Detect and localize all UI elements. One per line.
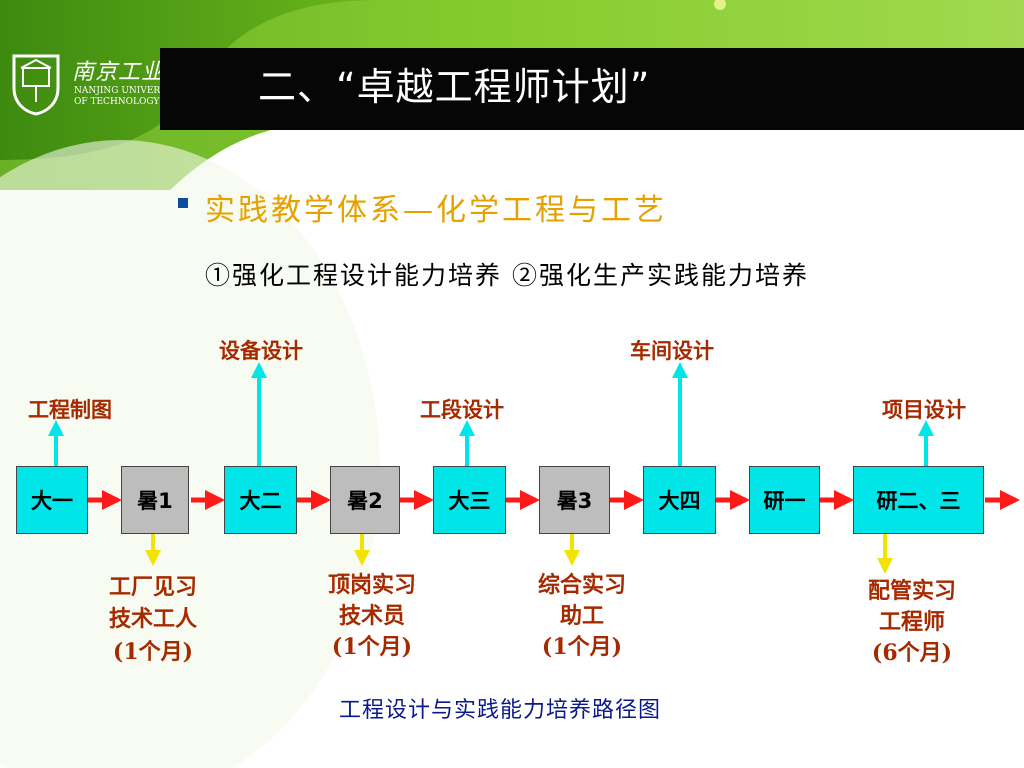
bullet-square-icon [178, 198, 188, 208]
logo-name-en-1: NANJING UNIVERSITY [74, 86, 182, 96]
design-label-drawing: 工程制图 [28, 398, 112, 422]
practice-line1: 综合实习 [537, 573, 627, 598]
practice-label-summer-3: 综合实习 助工 (1个月) [538, 570, 626, 663]
practice-label-summer-2: 顶岗实习 技术员 (1个月) [328, 570, 416, 663]
stage-box-year-4: 大四 [643, 466, 716, 534]
practice-line1: 配管实习 [867, 579, 957, 604]
stage-box-summer-3: 暑3 [539, 466, 610, 534]
practice-duration: (1个月) [541, 634, 623, 660]
diagram-caption: 工程设计与实践能力培养路径图 [339, 698, 662, 723]
stage-box-year-2: 大二 [224, 466, 297, 534]
title-bar [160, 48, 1024, 130]
design-label-section: 工段设计 [420, 398, 504, 422]
university-emblem-icon [12, 54, 60, 116]
design-label-workshop: 车间设计 [630, 339, 714, 363]
design-label-project: 项目设计 [882, 398, 966, 422]
practice-label-summer-1: 工厂见习 技术工人 (1个月) [109, 572, 197, 668]
practice-duration: (1个月) [112, 639, 194, 665]
practice-duration: (6个月) [871, 640, 953, 666]
practice-line2: 助工 [559, 604, 605, 629]
stage-box-grad-2-3: 研二、三 [853, 466, 984, 534]
practice-line2: 技术员 [338, 604, 406, 629]
practice-line2: 技术工人 [108, 607, 198, 632]
stage-box-summer-2: 暑2 [330, 466, 400, 534]
stage-box-grad-1: 研一 [749, 466, 820, 534]
section-subheading: ①强化工程设计能力培养 ②强化生产实践能力培养 [205, 261, 809, 290]
page-title: 二、“卓越工程师计划” [258, 65, 651, 109]
stage-box-summer-1: 暑1 [121, 466, 189, 534]
stage-box-year-3: 大三 [433, 466, 506, 534]
practice-duration: (1个月) [331, 634, 413, 660]
practice-label-grad: 配管实习 工程师 (6个月) [868, 576, 956, 669]
practice-line1: 工厂见习 [108, 575, 198, 600]
practice-line2: 工程师 [878, 610, 946, 635]
section-heading: 实践教学体系—化学工程与工艺 [205, 193, 667, 228]
stage-box-year-1: 大一 [16, 466, 88, 534]
logo-name-en-2: OF TECHNOLOGY [74, 97, 160, 107]
design-label-equipment: 设备设计 [219, 339, 303, 363]
practice-line1: 顶岗实习 [327, 573, 417, 598]
